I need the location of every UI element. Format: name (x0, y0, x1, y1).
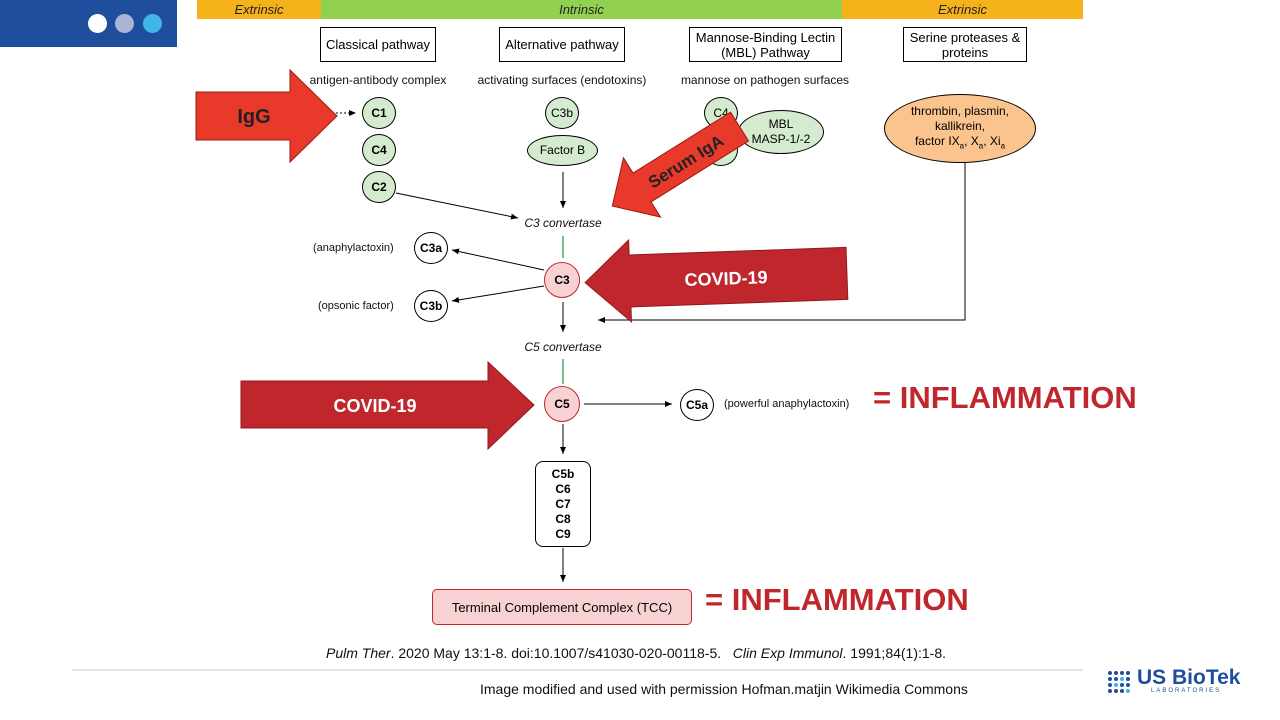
mbl-pathway-title-2: (MBL) Pathway (721, 44, 810, 60)
classical-pathway-box: Classical pathway (320, 27, 436, 62)
factor-label: factor IX (914, 133, 960, 148)
subscript-a-1: a (959, 141, 965, 151)
band-intrinsic: Intrinsic (321, 0, 842, 19)
mac-c6: C6 (555, 481, 571, 496)
mbl-pathway-title-1: Mannose-Binding Lectin (695, 29, 836, 45)
factor-x-label: , X (964, 133, 979, 148)
igg-arrow: IgG (195, 68, 338, 164)
mac-c5b: C5b (551, 466, 575, 481)
mbl-label: MBL (768, 117, 794, 131)
mbl-pathway-box: Mannose-Binding Lectin (MBL) Pathway (689, 27, 842, 62)
mbl-masp-node: MBL MASP-1/-2 (738, 110, 824, 154)
tcc-box: Terminal Complement Complex (TCC) (432, 589, 692, 625)
serine-proteases-node: thrombin, plasmin, kallikrein, factor IX… (884, 94, 1036, 163)
c3a-node: C3a (414, 232, 448, 264)
citation-ref-2: . 1991;84(1):1-8. (842, 645, 947, 661)
alternative-trigger: activating surfaces (endotoxins) (477, 73, 647, 87)
covid-bottom-arrow: COVID-19 (240, 360, 535, 451)
serine-line-2: kallikrein, (934, 118, 985, 133)
covid-bottom-text: COVID-19 (333, 396, 416, 416)
usbiotek-logo: US BioTek LABORATORIES (1106, 666, 1256, 699)
image-credit: Image modified and used with permission … (480, 681, 968, 697)
serine-line-1: thrombin, plasmin, (910, 103, 1010, 118)
subscript-a-3: a (1000, 141, 1006, 151)
inflammation-label-2: = INFLAMMATION (705, 582, 969, 617)
covid-top-arrow: COVID-19 (584, 238, 849, 324)
logo-dots-icon (1108, 671, 1130, 693)
c5a-label: (powerful anaphylactoxin) (724, 398, 850, 410)
c3b-alt-node: C3b (545, 97, 579, 129)
alternative-pathway-title: Alternative pathway (505, 37, 619, 52)
alternative-pathway-box: Alternative pathway (499, 27, 625, 62)
citation-journal-1: Pulm Ther (326, 645, 391, 661)
dot-white-icon (88, 14, 107, 33)
classical-pathway-title: Classical pathway (325, 37, 431, 52)
logo-brand: US BioTek (1137, 666, 1241, 689)
dot-cyan-icon (143, 14, 162, 33)
c3b-label: (opsonic factor) (318, 300, 394, 312)
serum-iga-arrow: Serum IgA (611, 111, 750, 218)
mac-c9: C9 (555, 526, 571, 541)
mac-c7: C7 (555, 496, 571, 511)
citation-journal-2: Clin Exp Immunol (732, 645, 843, 661)
band-extrinsic-left: Extrinsic (197, 0, 321, 19)
factor-xi-label: , Xi (983, 133, 1001, 148)
serine-pathway-box: Serine proteases & proteins (903, 27, 1027, 62)
serine-pathway-title-1: Serine proteases & (909, 29, 1021, 45)
classical-trigger: antigen-antibody complex (309, 73, 447, 87)
masp-label: MASP-1/-2 (751, 132, 811, 146)
c3-node: C3 (544, 262, 580, 298)
igg-text: IgG (237, 106, 270, 128)
serine-line-3: factor IXa, Xa, Xia (915, 134, 1005, 153)
subscript-a-2: a (978, 141, 984, 151)
c2-node: C2 (362, 171, 396, 203)
inflammation-label-1: = INFLAMMATION (873, 380, 1137, 415)
serine-pathway-title-2: proteins (941, 44, 989, 60)
mac-c8: C8 (555, 511, 571, 526)
mac-complex-box: C5b C6 C7 C8 C9 (535, 461, 591, 547)
citation: Pulm Ther. 2020 May 13:1-8. doi:10.1007/… (326, 645, 946, 661)
logo-sub: LABORATORIES (1151, 688, 1222, 694)
mbl-trigger: mannose on pathogen surfaces (680, 73, 850, 87)
covid-top-text: COVID-19 (684, 267, 768, 290)
c5-convertase-label: C5 convertase (524, 340, 602, 354)
c3a-label: (anaphylactoxin) (313, 242, 394, 254)
factor-b-node: Factor B (527, 135, 598, 166)
band-extrinsic-right: Extrinsic (842, 0, 1083, 19)
header-banner (0, 0, 177, 47)
citation-ref-1: . 2020 May 13:1-8. doi:10.1007/s41030-02… (390, 645, 722, 661)
c3b-node: C3b (414, 290, 448, 322)
tcc-label: Terminal Complement Complex (TCC) (451, 599, 673, 615)
c5-node: C5 (544, 386, 580, 422)
c5a-node: C5a (680, 389, 714, 421)
dot-lavender-icon (115, 14, 134, 33)
c3-convertase-label: C3 convertase (524, 216, 602, 230)
c4-node: C4 (362, 134, 396, 166)
c1-node: C1 (362, 97, 396, 129)
